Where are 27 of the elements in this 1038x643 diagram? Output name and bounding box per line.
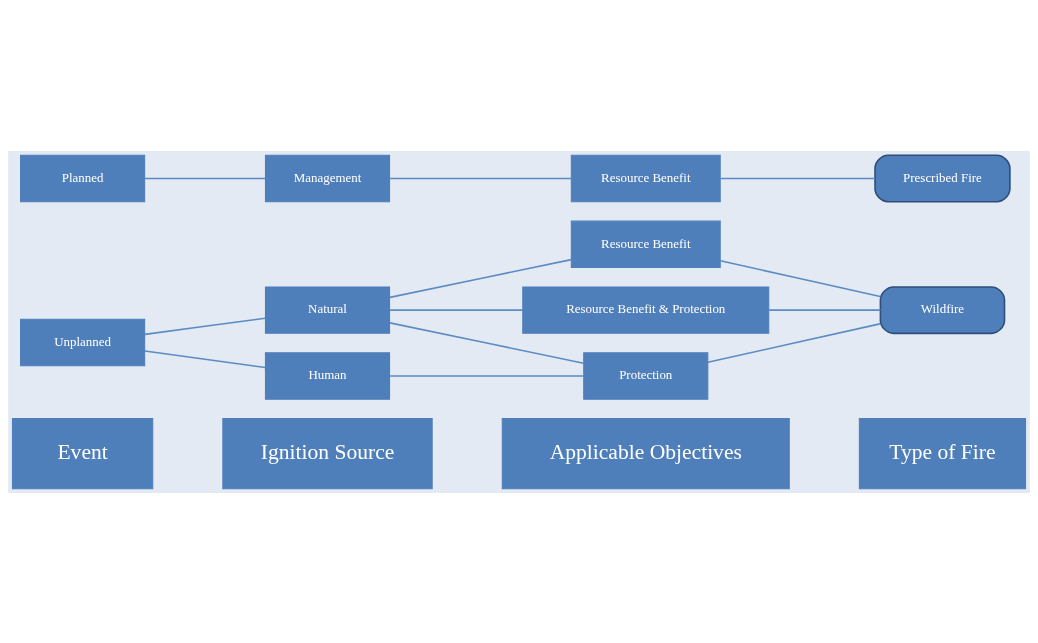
connector	[707, 322, 881, 363]
node-box: Resource Benefit & Protection	[522, 285, 770, 334]
node-box: Natural	[264, 285, 391, 334]
node-box: Prescribed Fire	[874, 154, 1011, 202]
connector	[144, 177, 266, 179]
node-box: Management	[264, 154, 391, 202]
connector	[389, 177, 573, 179]
node-box: Protection	[583, 351, 709, 400]
connector	[144, 349, 266, 368]
node-box: Event	[11, 417, 154, 489]
node-box: Type of Fire	[858, 417, 1027, 489]
connector	[767, 308, 882, 311]
connector	[719, 259, 881, 297]
connector	[144, 317, 266, 335]
connector	[389, 321, 585, 364]
node-box: Resource Benefit	[570, 220, 721, 268]
node-box: Human	[264, 351, 391, 400]
node-box: Planned	[20, 154, 146, 202]
connector	[389, 258, 573, 298]
connector	[719, 177, 876, 179]
node-box: Applicable Objectives	[501, 417, 790, 489]
node-box: Wildfire	[879, 285, 1006, 334]
connector	[389, 374, 585, 377]
node-box: Ignition Source	[222, 417, 433, 489]
node-box: Resource Benefit	[570, 154, 721, 202]
node-box: Unplanned	[20, 318, 146, 366]
connector	[389, 308, 524, 311]
